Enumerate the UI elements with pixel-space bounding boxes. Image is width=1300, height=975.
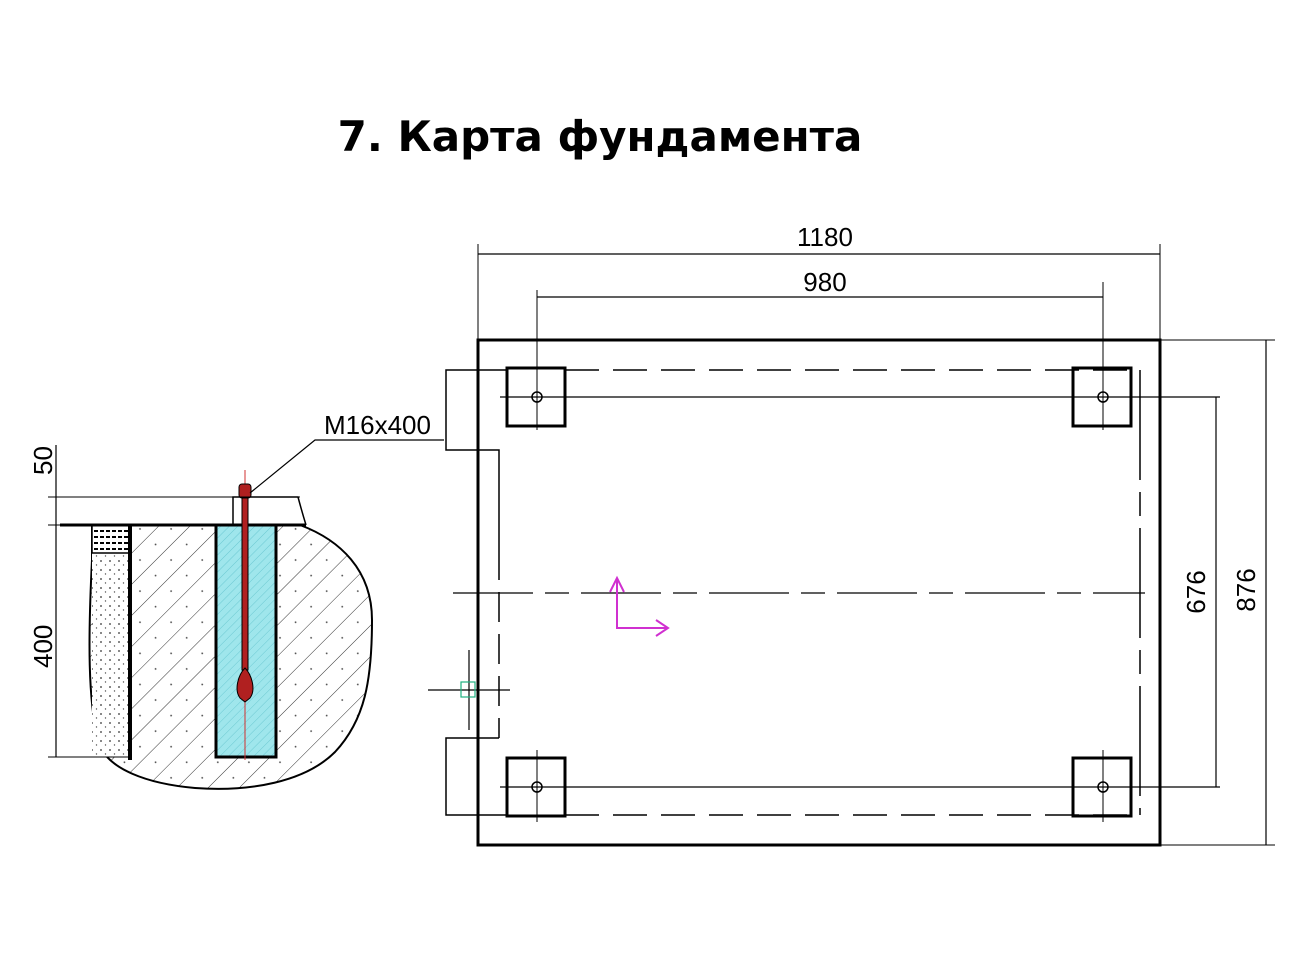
page-title: 7. Карта фундамента	[337, 112, 863, 161]
bolt-hole-icon	[1097, 781, 1109, 793]
dim-bolt-width: 980	[803, 267, 846, 297]
anchor-pad	[1071, 366, 1133, 428]
bolt-label: M16x400	[324, 410, 431, 440]
foundation-plan	[428, 244, 1275, 847]
bolt-hole-icon	[531, 781, 543, 793]
dim-outer-depth: 876	[1231, 568, 1261, 611]
anchor-section-view: M16x400 50 400	[28, 410, 444, 790]
bolt-leader	[249, 439, 444, 494]
bolt-hole-icon	[531, 391, 543, 403]
dim-top-label: 50	[28, 446, 58, 475]
anchor-bolt	[241, 489, 249, 671]
marker-square-icon	[460, 681, 476, 698]
dim-outer-width: 1180	[797, 222, 853, 252]
bolt-hole-icon	[1097, 391, 1109, 403]
anchor-pad	[505, 366, 567, 428]
bolt-nut	[238, 483, 252, 499]
anchor-pad	[1071, 756, 1133, 818]
anchor-bulb	[236, 667, 254, 703]
ucs-axes-icon	[609, 575, 670, 637]
dim-bolt-depth: 676	[1181, 570, 1211, 613]
dim-depth-label: 400	[28, 625, 58, 668]
anchor-pad	[505, 756, 567, 818]
